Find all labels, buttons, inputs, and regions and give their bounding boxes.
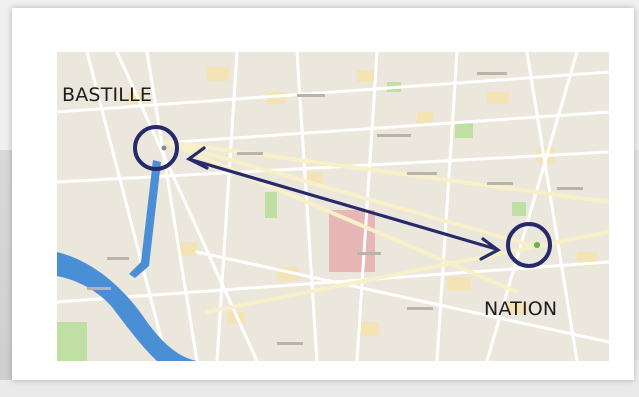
- paris-map: [57, 52, 609, 361]
- map-canvas: [57, 52, 609, 361]
- nation-label: NATION: [484, 298, 558, 320]
- double-arrow-icon: [185, 146, 502, 261]
- bastille-dot: [161, 145, 167, 151]
- slide-bottom-strip: [0, 380, 639, 397]
- canal-arsenal: [129, 160, 161, 278]
- seine-river: [57, 252, 197, 361]
- map-street-label-marks: [87, 72, 583, 345]
- bastille-label: BASTILLE: [62, 84, 153, 106]
- map-parks: [57, 82, 526, 361]
- map-roads: [57, 52, 609, 361]
- bastille-marker-icon: [133, 125, 179, 171]
- nation-marker-icon: [506, 222, 552, 268]
- nation-dot: [534, 242, 540, 248]
